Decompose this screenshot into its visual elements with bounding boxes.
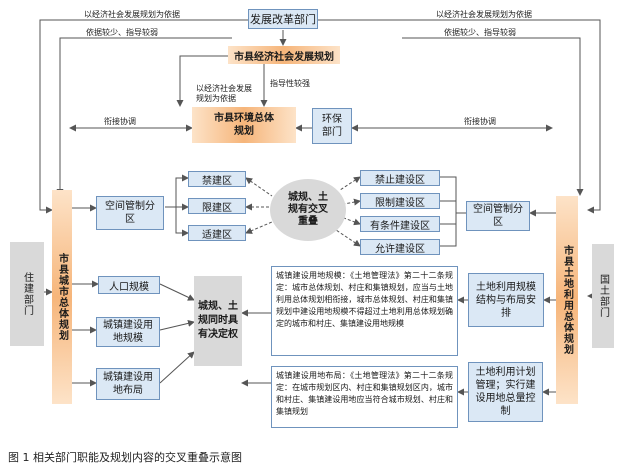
law22-layout-note: 城镇建设用地布局：《土地管理法》第二十二条规定：在城市规划区内、村庄和集镇规划区…	[271, 366, 458, 428]
ndrc-box: 发展改革部门	[248, 9, 318, 29]
figure-caption: 图 1 相关部门职能及规划内容的交叉重叠示意图	[8, 451, 242, 464]
quota-box: 土地利用计划管理；实行建设用地总量控制	[468, 362, 543, 422]
land-scale-box: 城镇建设用地规模	[96, 317, 160, 347]
left-weak-label: 依据较少、指导较弱	[86, 28, 158, 37]
right-space-zone-box: 空间管制分区	[466, 201, 530, 231]
left-space-zone-box: 空间管制分区	[96, 196, 164, 230]
zone-forbidden-right: 禁止建设区	[360, 170, 440, 186]
zone-restricted-left: 限建区	[188, 198, 246, 214]
city-plan-bar: 市县城市总体规划	[52, 190, 72, 404]
left-coord-label: 衔接协调	[104, 117, 136, 126]
left-basis-label: 以经济社会发展规划为依据	[84, 10, 180, 19]
right-weak-label: 依据较少、指导较弱	[444, 28, 516, 37]
land-plan-text: 市县土地利用总体规划	[561, 245, 573, 355]
env-plan-box: 市县环境总体规划	[192, 107, 296, 143]
overlap-ellipse: 城规、土规有交叉重叠	[270, 179, 346, 241]
env-basis-label: 以经济社会发展规划为依据	[196, 84, 252, 103]
right-coord-label: 衔接协调	[464, 117, 496, 126]
land-dept-text: 国土部门	[597, 274, 609, 318]
guide-label: 指导性较强	[270, 79, 310, 88]
zone-allowed-right: 允许建设区	[360, 239, 440, 255]
zone-conditional-right: 有条件建设区	[360, 216, 440, 232]
env-dept-box: 环保部门	[312, 108, 352, 144]
land-plan-bar: 市县土地利用总体规划	[556, 196, 578, 404]
city-plan-text: 市县城市总体规划	[56, 253, 68, 341]
zone-suitable-left: 适建区	[188, 225, 246, 241]
zone-forbidden-left: 禁建区	[188, 171, 246, 187]
structure-box: 土地利用规模结构与布局安排	[468, 273, 544, 327]
right-basis-label: 以经济社会发展规划为依据	[436, 10, 532, 19]
land-layout-box: 城镇建设用地布局	[96, 368, 160, 400]
law22-scale-note: 城镇建设用地规模：《土地管理法》第二十二条规定：城市总体规划、村庄和集镇规划，应…	[271, 266, 458, 356]
decision-box: 城规、土规同时具有决定权	[194, 276, 242, 366]
econ-plan-box: 市县经济社会发展规划	[228, 46, 340, 64]
population-box: 人口规模	[98, 276, 160, 294]
housing-dept-text: 住建部门	[21, 272, 33, 316]
zone-restricted-right: 限制建设区	[360, 193, 440, 209]
land-dept-box: 国土部门	[592, 244, 614, 348]
housing-dept-box: 住建部门	[10, 242, 44, 346]
